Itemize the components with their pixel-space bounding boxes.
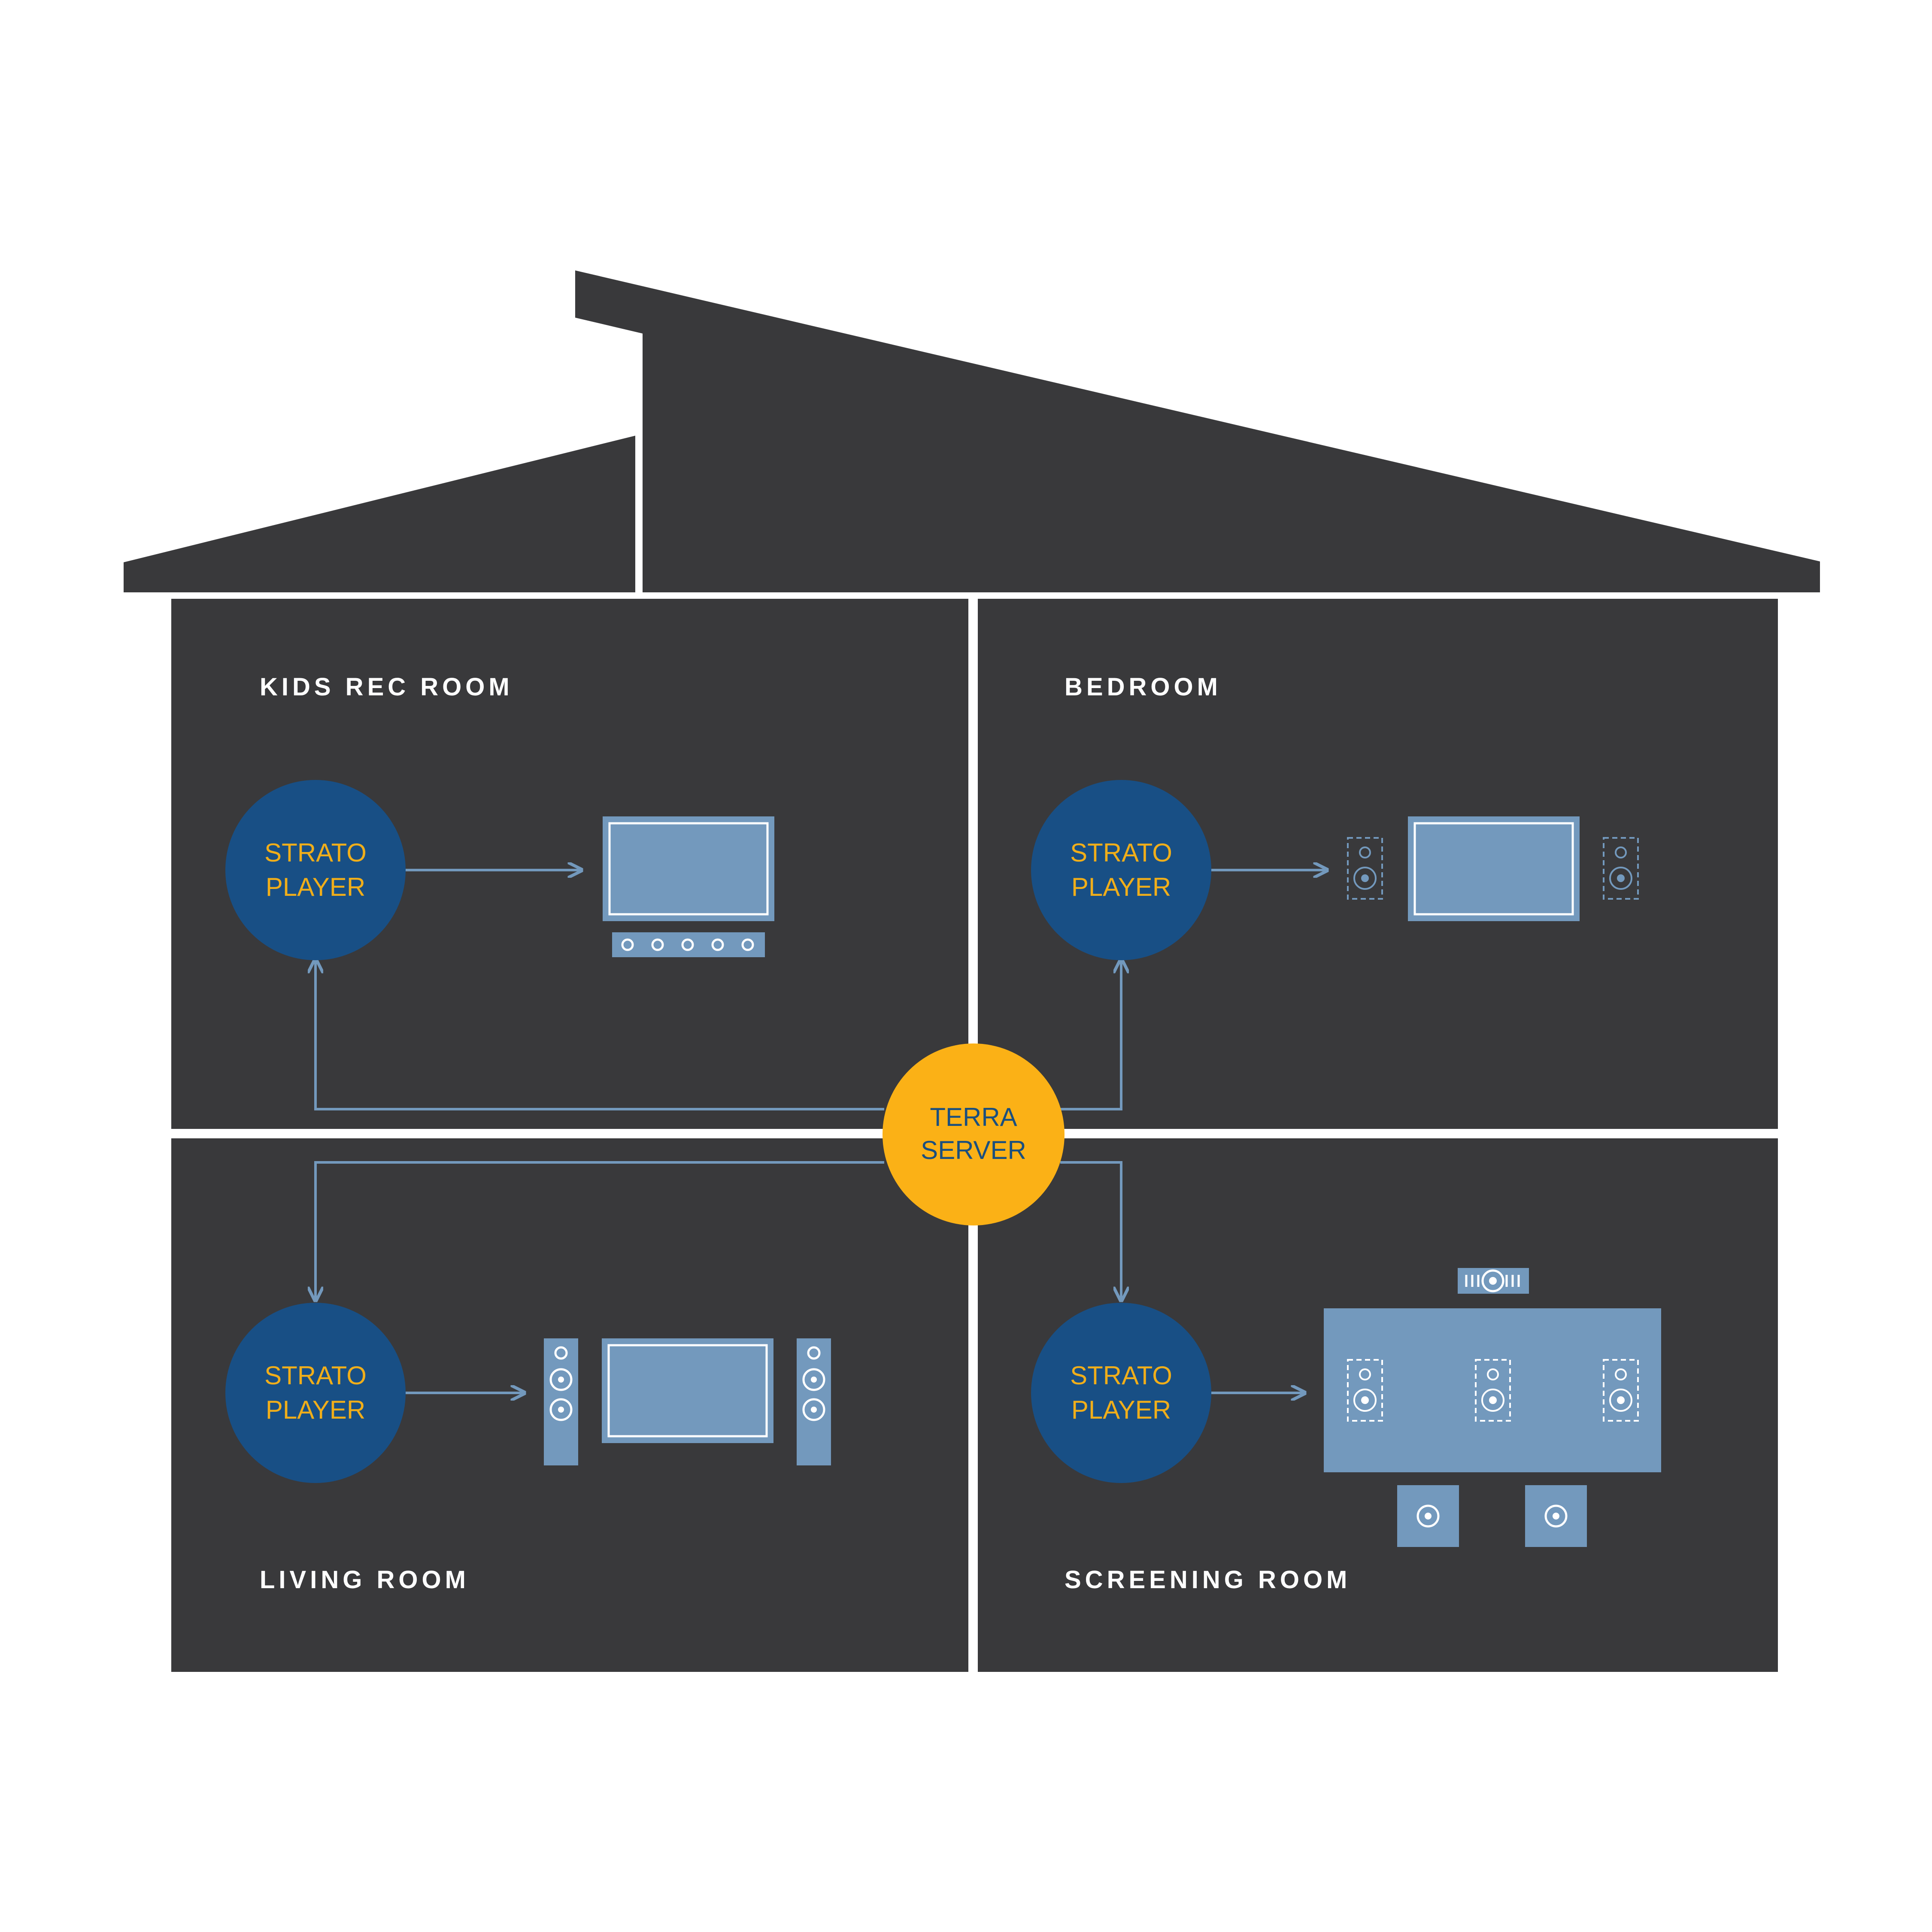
player-label-line2: PLAYER (1071, 1395, 1171, 1424)
tower-speaker-icon (544, 1338, 578, 1465)
soundbar-icon (612, 932, 765, 957)
subwoofer-icon (1397, 1485, 1459, 1547)
tv-icon (602, 1338, 773, 1443)
connector-to-screening-player (1060, 1161, 1121, 1301)
player-label-line2: PLAYER (1071, 873, 1171, 901)
player-bedroom: STRATO PLAYER (1031, 780, 1211, 960)
server-label-line1: TERRA (930, 1103, 1017, 1131)
subwoofer-icon (1525, 1485, 1587, 1547)
player-living: STRATO PLAYER (225, 1303, 406, 1483)
player-label-line2: PLAYER (266, 873, 365, 901)
tv-icon (1408, 816, 1580, 921)
player-kids-rec: STRATO PLAYER (225, 780, 406, 960)
room-label-screening: SCREENING ROOM (1065, 1566, 1351, 1594)
server-connectors (315, 959, 1121, 1301)
player-screening: STRATO PLAYER (1031, 1303, 1211, 1483)
connector-to-kids-player (315, 959, 884, 1110)
room-label-bedroom: BEDROOM (1065, 673, 1222, 701)
player-label-line1: STRATO (1070, 1361, 1172, 1390)
tv-icon (603, 816, 774, 921)
tower-speaker-icon (797, 1338, 831, 1465)
player-label-line2: PLAYER (266, 1395, 365, 1424)
player-connectors (406, 870, 1327, 1393)
in-wall-speaker-icon (1603, 837, 1639, 900)
in-wall-speaker-icon (1347, 1359, 1383, 1422)
in-wall-speaker-icon (1475, 1359, 1511, 1422)
house-roof (124, 270, 1820, 592)
terra-server: TERRA SERVER (883, 1043, 1065, 1225)
player-label-line1: STRATO (1070, 838, 1172, 867)
connector-to-bedroom-player (1060, 959, 1121, 1110)
player-label-line1: STRATO (264, 1361, 367, 1390)
connector-to-living-player (315, 1161, 884, 1301)
projector-icon (1458, 1268, 1529, 1294)
in-wall-speaker-icon (1603, 1359, 1639, 1422)
room-label-living: LIVING ROOM (260, 1566, 470, 1594)
player-label-line1: STRATO (264, 838, 367, 867)
in-wall-speaker-icon (1347, 837, 1383, 900)
room-label-kids-rec: KIDS REC ROOM (260, 673, 513, 701)
server-label-line2: SERVER (921, 1136, 1026, 1165)
